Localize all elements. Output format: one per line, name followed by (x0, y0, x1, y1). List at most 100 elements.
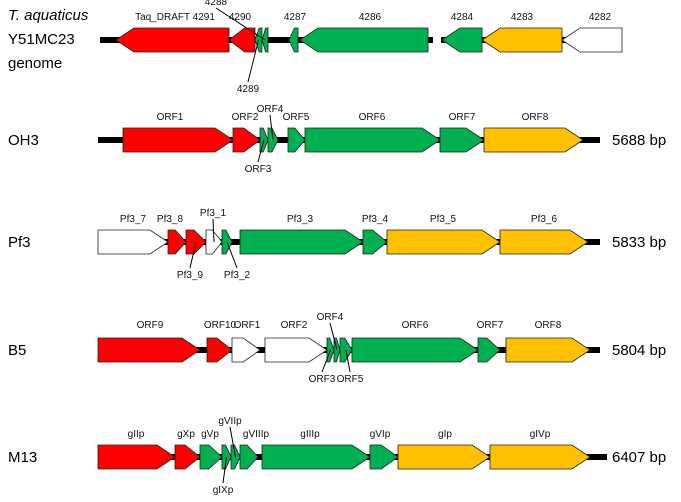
gene-label: gIVp (530, 429, 551, 440)
leader-line (189, 241, 197, 269)
gene-label: ORF3 (309, 374, 336, 385)
gene-label: ORF5 (337, 374, 364, 385)
gene-label: Pf3_2 (224, 270, 251, 281)
gene-arrow-orf2 (264, 337, 328, 363)
genome-name-label: Y51MC23 (8, 31, 75, 48)
gene-label: ORF1 (157, 112, 184, 123)
gene-label: 4289 (237, 84, 260, 95)
gene-label: ORF6 (402, 320, 429, 331)
genome-name-label: Pf3 (8, 234, 31, 251)
gene-label: Taq_DRAFT 4291 (135, 12, 215, 23)
gene-label: ORF2 (232, 112, 259, 123)
gene-label: ORF7 (449, 112, 476, 123)
gene-label: ORF4 (257, 104, 284, 115)
gene-arrow-orf8 (505, 337, 591, 363)
gene-arrow-orf1 (122, 127, 234, 153)
leader-line (222, 456, 227, 484)
gene-arrow-pf3_3 (239, 229, 364, 255)
gene-label: Pf3_4 (362, 214, 389, 225)
gene-label: ORF10 (204, 320, 237, 331)
gene-arrow-orf6 (351, 337, 479, 363)
gene-label: ORF1 (234, 320, 261, 331)
gene-label: gIIIp (300, 429, 320, 440)
gene-label: ORF3 (245, 164, 272, 175)
gene-label: ORF5 (283, 112, 310, 123)
gene-arrow-gviiip (239, 444, 259, 470)
gene-label: ORF4 (317, 312, 344, 323)
genome-name-label: genome (8, 55, 62, 72)
gene-label: 4290 (229, 12, 252, 23)
gene-arrow-taq_draft-4291 (115, 27, 230, 53)
gene-label: gVIIIp (243, 429, 270, 440)
gene-label: Pf3_7 (120, 214, 147, 225)
gene-label: 4287 (284, 12, 307, 23)
gene-label: gVp (201, 429, 219, 440)
gene-arrow-pf3_8 (167, 229, 187, 255)
leader-line (215, 7, 266, 41)
gene-label: ORF8 (535, 320, 562, 331)
gene-arrow-gip (397, 444, 491, 470)
gene-label: gIXp (213, 485, 234, 496)
genome-name-label: T. aquaticus (8, 7, 89, 24)
genome-name-label: OH3 (8, 132, 39, 149)
gene-label: 4284 (451, 12, 474, 23)
gene-arrow-gxp (174, 444, 201, 470)
gene-label: gIp (438, 429, 452, 440)
gene-label: 4288 (205, 0, 228, 8)
gene-label: 4282 (589, 12, 612, 23)
leader-line (257, 139, 265, 163)
gene-arrow-orf8 (483, 127, 584, 153)
leader-line (247, 39, 259, 83)
gene-label: ORF6 (359, 112, 386, 123)
leader-line (345, 349, 351, 373)
gene-arrow-4290 (228, 27, 256, 53)
gene-label: ORF8 (522, 112, 549, 123)
gene-arrow-orf7 (439, 127, 485, 153)
gene-label: gIIp (128, 429, 145, 440)
gene-label: Pf3_3 (287, 214, 314, 225)
gene-arrow-orf1 (231, 337, 261, 363)
gene-arrow-giiip (261, 444, 371, 470)
gene-label: Pf3_9 (177, 270, 204, 281)
gene-arrow-orf9 (97, 337, 201, 363)
gene-arrow-4286 (299, 27, 429, 53)
gene-arrow-4284 (441, 27, 483, 53)
gene-label: ORF9 (137, 320, 164, 331)
leader-line (229, 426, 236, 458)
leader-line (226, 241, 238, 269)
gene-arrow-giip (97, 444, 176, 470)
gene-label: gVIIp (218, 416, 242, 427)
gene-arrow-gvp (199, 444, 223, 470)
genome-size-label: 6407 bp (612, 449, 666, 466)
gene-label: Pf3_6 (531, 214, 558, 225)
gene-arrow-pf3_5 (386, 229, 501, 255)
gene-label: gVIp (370, 429, 391, 440)
gene-label: ORF7 (477, 320, 504, 331)
gene-label: ORF2 (281, 320, 308, 331)
gene-arrow-orf6 (304, 127, 441, 153)
gene-label: Pf3_1 (200, 208, 227, 219)
gene-arrow-orf5 (287, 127, 306, 153)
gene-arrow-orf2 (232, 127, 261, 153)
genome-size-label: 5804 bp (612, 342, 666, 359)
leader-line (269, 114, 274, 141)
genome-name-label: B5 (8, 342, 26, 359)
gene-arrow-givp (489, 444, 591, 470)
gene-arrow-4282 (561, 27, 623, 53)
genome-name-label: M13 (8, 449, 37, 466)
gene-arrow-orf10 (206, 337, 233, 363)
gene-arrow-pf3_6 (499, 229, 589, 255)
gene-arrow-orf7 (477, 337, 501, 363)
leader-line (212, 218, 215, 243)
gene-label: 4283 (511, 12, 534, 23)
gene-label: 4286 (359, 12, 382, 23)
gene-arrow-4287 (288, 27, 299, 53)
leader-line (321, 349, 331, 373)
